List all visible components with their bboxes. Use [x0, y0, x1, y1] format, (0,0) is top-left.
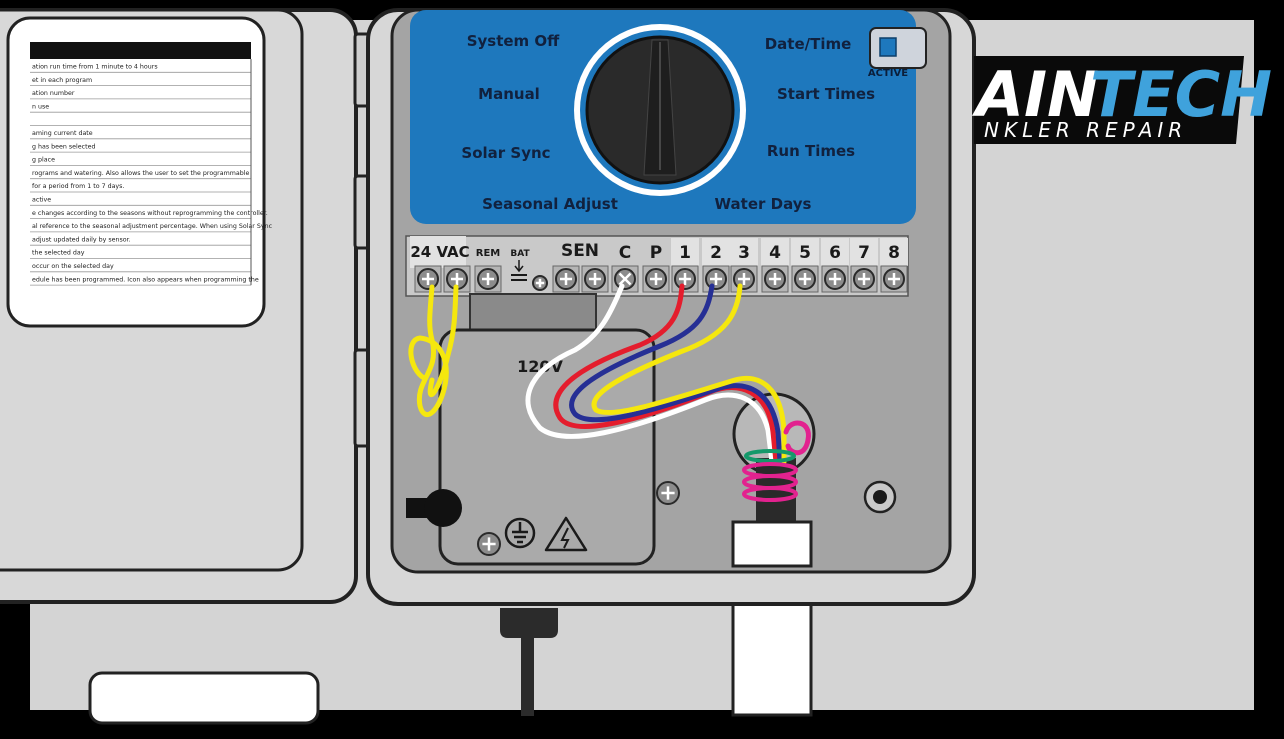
mounting-screws: [477, 481, 680, 556]
wires: [408, 283, 811, 465]
terminal-label-rem: REM: [476, 248, 501, 259]
battery-symbol: [511, 260, 527, 281]
terminal-screw-icon: [614, 268, 636, 290]
logo-word-a: AIN: [971, 58, 1099, 131]
dial-option-seasonal-adjust[interactable]: Seasonal Adjust: [482, 195, 618, 213]
terminal-screw-icon: [824, 268, 846, 290]
wire-zone-1-red: [553, 283, 779, 465]
dial-option-date-time[interactable]: Date/Time: [765, 35, 852, 53]
raintech-logo: AIN TECH NKLER REPAIR: [971, 56, 1272, 144]
junction-box: [438, 328, 656, 566]
manual-line: ation number: [32, 90, 75, 97]
wire-tape-wraps: [742, 449, 798, 502]
manual-line: al reference to the seasonal adjustment …: [32, 223, 273, 230]
dial-option-run-times[interactable]: Run Times: [767, 142, 855, 160]
terminal-screw-icon: [645, 268, 667, 290]
logo-tagline: NKLER REPAIR: [984, 118, 1187, 142]
terminal-screw-icon: [764, 268, 786, 290]
box-mount: [469, 293, 597, 335]
base-plate-left: [88, 671, 320, 725]
dial-option-manual[interactable]: Manual: [478, 85, 540, 103]
manual-line: rograms and watering. Also allows the us…: [32, 170, 250, 177]
conduit-pipe: [731, 601, 813, 717]
terminal-label-bat: BAT: [510, 249, 530, 259]
high-voltage-warning-icon: [544, 516, 588, 552]
manual-line: edule has been programmed. Icon also app…: [32, 276, 259, 283]
mounting-screw-icon: [656, 481, 680, 505]
terminal-screw-icon: [733, 268, 755, 290]
manual-line: n use: [32, 103, 49, 110]
active-label: ACTIVE: [868, 68, 908, 79]
wire-zone-2-blue: [569, 283, 783, 465]
manual-line: active: [32, 197, 51, 204]
terminal-screw-icon: [477, 268, 499, 290]
terminal-label-c: C: [619, 243, 631, 263]
terminal-screw-icon: [794, 268, 816, 290]
manual-line: g has been selected: [32, 143, 95, 150]
terminal-label-zone: 4: [769, 243, 781, 263]
wire-zone-3-yellow: [591, 283, 787, 465]
terminal-label-sen: SEN: [561, 241, 599, 261]
terminal-label-zone: 2: [710, 243, 722, 263]
manual-line: adjust updated daily by sensor.: [32, 236, 131, 243]
manual-line: g place: [32, 157, 55, 164]
terminal-screw-icon: [417, 268, 439, 290]
terminal-screw-icon: [584, 268, 606, 290]
dial-labels: System Off Manual Solar Sync Seasonal Ad…: [461, 32, 875, 213]
manual-line: et in each program: [32, 77, 92, 84]
terminal-label-zone: 1: [679, 243, 691, 263]
terminal-screw-icon: [555, 268, 577, 290]
manual-card: [6, 16, 266, 328]
terminal-screws: [414, 265, 908, 293]
logo-word-b: TECH: [1090, 58, 1272, 131]
active-switch[interactable]: [869, 27, 927, 69]
ground-screw-icon: [477, 532, 501, 556]
terminal-label-24vac: 24 VAC: [410, 243, 469, 261]
mounting-hole: [863, 480, 897, 514]
manual-line: occur on the selected day: [32, 263, 114, 270]
manual-table: ation run time from 1 minute to 4 hours e…: [30, 59, 273, 286]
manual-line: e changes according to the seasons witho…: [32, 210, 268, 217]
manual-line: the selected day: [32, 250, 85, 257]
terminal-label-zone: 5: [799, 243, 811, 263]
manual-line: for a period from 1 to 7 days.: [32, 183, 124, 190]
power-cord: [500, 608, 558, 716]
wire-pink-loop: [783, 420, 811, 456]
wire-24vac-b: [427, 284, 459, 397]
manual-line: ation run time from 1 minute to 4 hours: [32, 64, 158, 71]
terminal-label-zone: 3: [738, 243, 750, 263]
terminal-label-zone: 7: [858, 243, 870, 263]
ground-icon: [504, 517, 536, 549]
program-dial[interactable]: [574, 24, 746, 196]
wire-24vac-a: [408, 284, 449, 417]
terminal-label-zone: 6: [829, 243, 841, 263]
manual-line: aming current date: [32, 130, 93, 137]
cord-strain-relief: [406, 489, 462, 527]
controller-door: ation run time from 1 minute to 4 hours e…: [0, 8, 358, 604]
terminal-label-zone: 8: [888, 243, 900, 263]
terminal-screw-icon: [883, 268, 905, 290]
terminal-label-p: P: [650, 243, 662, 263]
manual-table-header: [30, 42, 251, 59]
dial-option-solar-sync[interactable]: Solar Sync: [461, 144, 550, 162]
conduit-fitting: [731, 520, 813, 568]
dial-option-start-times[interactable]: Start Times: [777, 85, 875, 103]
terminal-screw-icon: [674, 268, 696, 290]
dial-option-system-off[interactable]: System Off: [467, 32, 560, 50]
dial-option-water-days[interactable]: Water Days: [715, 195, 812, 213]
battery-screw-icon: [532, 275, 548, 291]
terminal-screw-icon: [705, 268, 727, 290]
terminal-labels: 24 VAC REM BAT SEN C P: [410, 241, 662, 263]
wire-common-white: [525, 283, 775, 465]
terminal-screw-icon: [446, 268, 468, 290]
terminal-screw-icon: [853, 268, 875, 290]
